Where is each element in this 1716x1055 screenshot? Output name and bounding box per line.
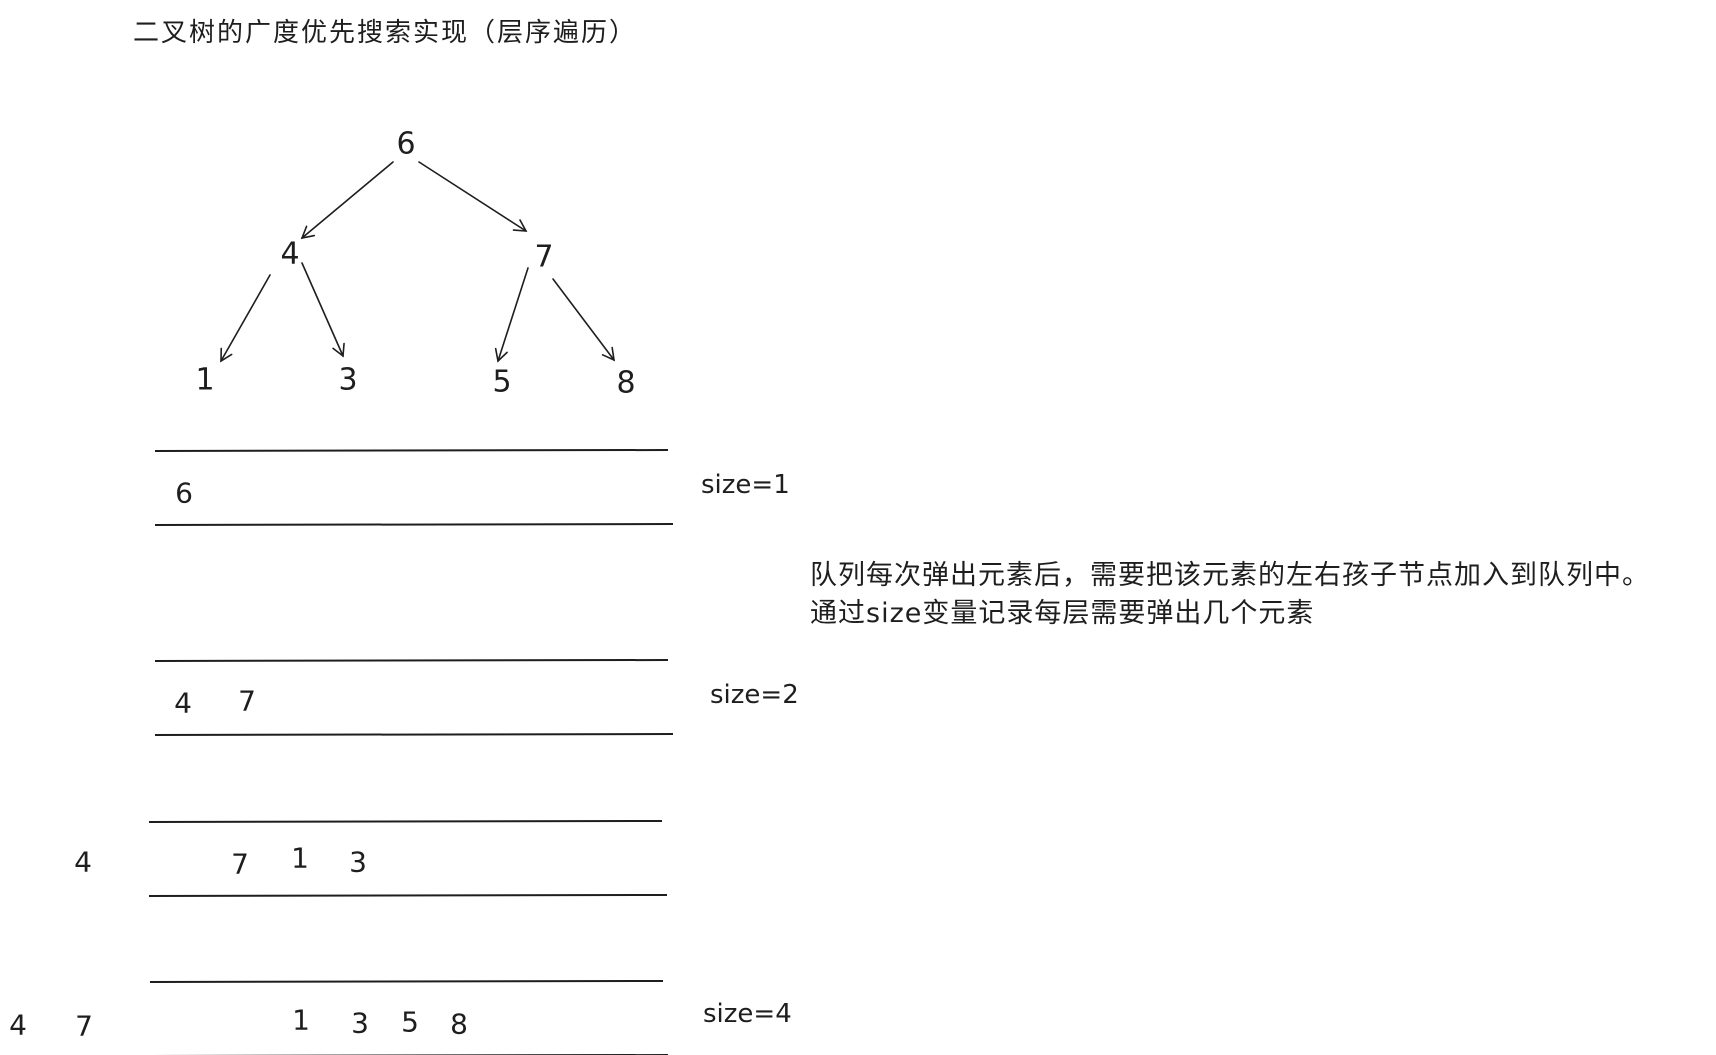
queue-3-top-line — [148, 820, 663, 823]
queue-2-item: 7 — [238, 684, 256, 718]
queue-1-size-label: size=1 — [701, 470, 790, 500]
edge-4-3 — [301, 262, 345, 358]
tree-node-left: 4 — [280, 236, 300, 272]
edge-7-8 — [552, 278, 616, 362]
queue-3-item: 3 — [349, 845, 367, 879]
queue-2-top-line — [154, 659, 669, 662]
queue-4-popped-item: 7 — [75, 1009, 93, 1043]
queue-4-item: 8 — [450, 1007, 468, 1041]
tree-node-root: 6 — [396, 126, 416, 162]
queue-4-popped-item: 4 — [9, 1008, 27, 1042]
queue-4-item: 1 — [292, 1003, 310, 1037]
tree-node-right-left: 5 — [492, 364, 512, 400]
queue-2-size-label: size=2 — [710, 680, 799, 710]
edge-6-7 — [418, 161, 528, 232]
edge-7-5 — [494, 267, 529, 363]
queue-1-item: 6 — [175, 476, 193, 510]
tree-node-right: 7 — [534, 239, 554, 275]
edge-6-4 — [300, 161, 394, 240]
queue-4-top-line — [149, 980, 664, 983]
queue-2-bottom-line — [154, 733, 674, 736]
queue-3-bottom-line — [148, 894, 668, 897]
queue-4-size-label: size=4 — [703, 999, 792, 1029]
queue-1-top-line — [154, 449, 669, 452]
queue-4-item: 3 — [351, 1006, 369, 1040]
queue-3-popped-item: 4 — [74, 845, 92, 879]
note-line-1: 队列每次弹出元素后，需要把该元素的左右孩子节点加入到队列中。 — [810, 560, 1650, 591]
queue-4-item: 5 — [401, 1005, 419, 1039]
queue-3-item: 7 — [231, 847, 249, 881]
edge-4-1 — [220, 274, 271, 363]
tree-node-left-right: 3 — [338, 362, 358, 398]
queue-1-bottom-line — [154, 523, 674, 526]
queue-3-item: 1 — [291, 841, 309, 875]
diagram-title: 二叉树的广度优先搜索实现（层序遍历） — [133, 18, 638, 48]
note-line-2: 通过size变量记录每层需要弹出几个元素 — [810, 598, 1315, 629]
queue-2-item: 4 — [174, 686, 192, 720]
tree-node-right-right: 8 — [616, 365, 636, 401]
tree-node-left-left: 1 — [195, 362, 215, 398]
